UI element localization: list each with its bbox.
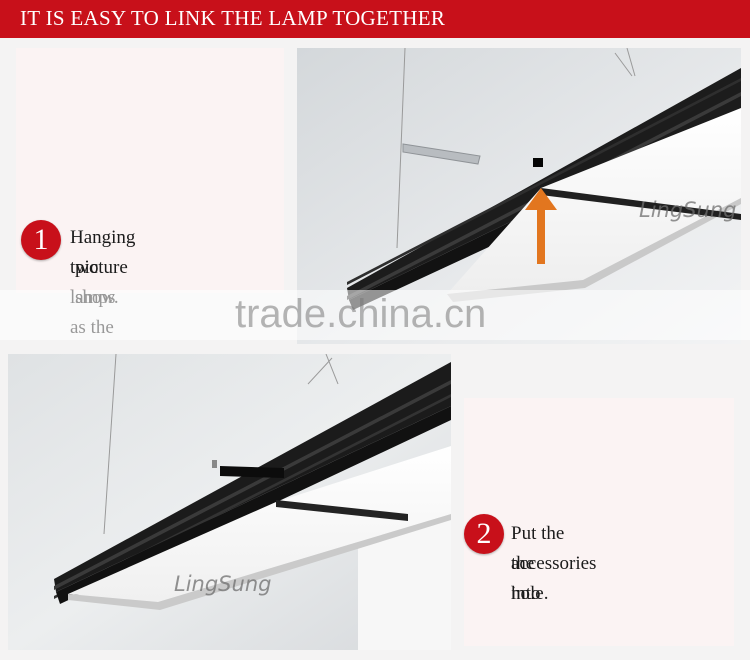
header-banner: IT IS EASY TO LINK THE LAMP TOGETHER [0, 0, 750, 38]
step-1-panel [16, 48, 284, 293]
step-2-line-2: the hole. [511, 553, 549, 604]
watermark-band [0, 290, 750, 340]
lamp-photo-2: LingSung [8, 354, 451, 650]
trade-watermark: trade.china.cn [235, 292, 487, 336]
page-title: IT IS EASY TO LINK THE LAMP TOGETHER [20, 6, 446, 30]
step-2-line-1: Put the accessories into [511, 523, 597, 604]
lamp-illustration-2 [8, 354, 451, 650]
step-2-panel [464, 398, 734, 646]
step-1-number-badge: 1 [21, 220, 61, 260]
brand-watermark-1: LingSung [639, 198, 737, 222]
step-2-number-badge: 2 [464, 514, 504, 554]
brand-watermark-2: LingSung [174, 572, 272, 596]
